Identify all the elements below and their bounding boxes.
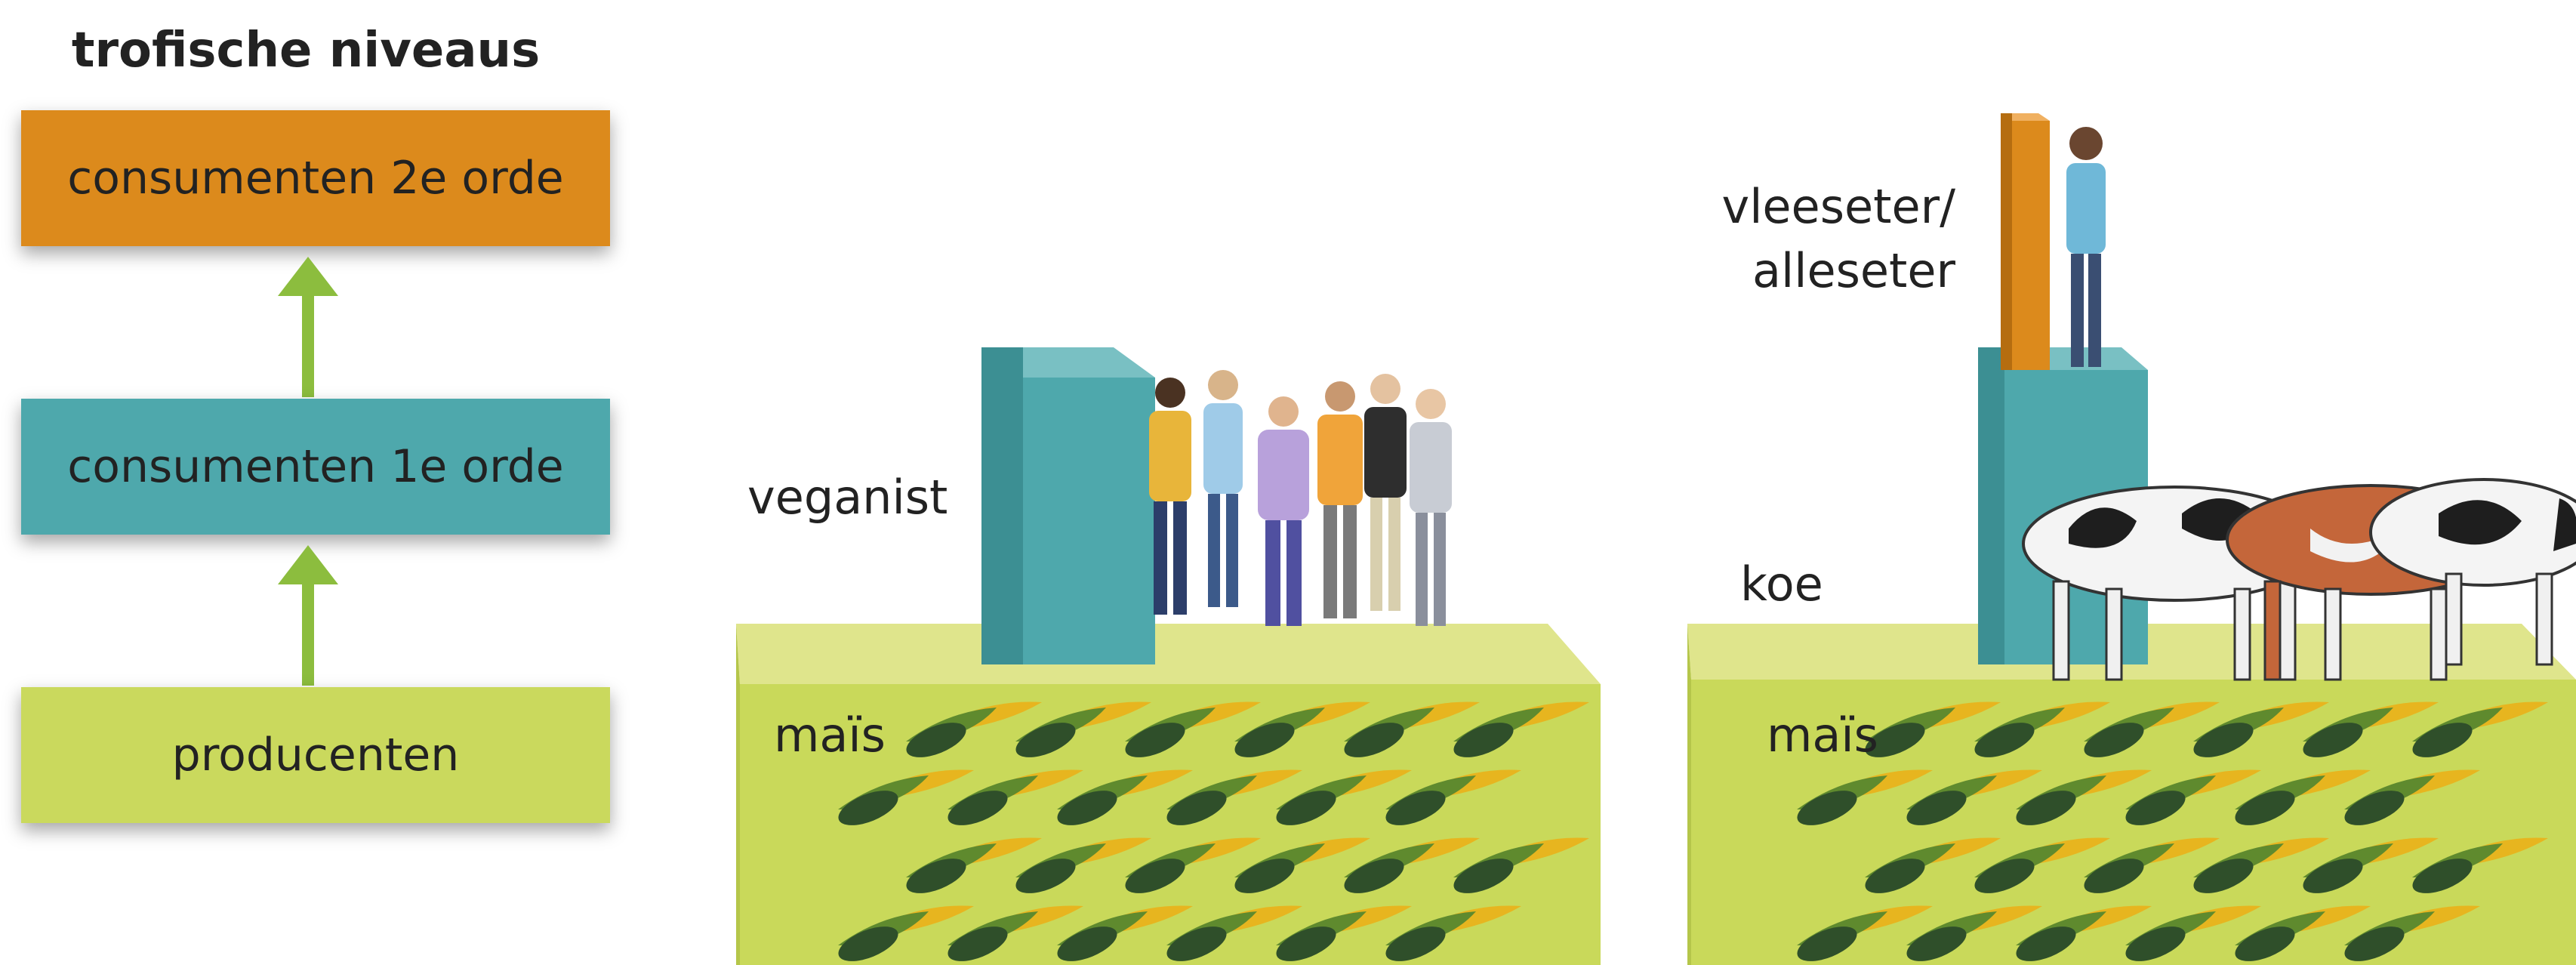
level-consumers-2nd-order: consumenten 2e orde <box>21 110 610 246</box>
scene-meat <box>1687 113 2576 965</box>
level-producers: producenten <box>21 687 610 823</box>
label-meat-eater-line2: alleseter <box>1752 243 1955 298</box>
scene-vegan <box>736 347 1601 965</box>
label-producer-meat: maïs <box>1767 708 1878 763</box>
corn-plants-icon <box>838 701 1589 961</box>
people-group-icon <box>1149 370 1452 626</box>
label-vegan: veganist <box>747 470 948 525</box>
arrow-up-icon <box>278 545 338 686</box>
corn-plants-icon <box>1797 701 2548 961</box>
level-label-consumers-1st-order: consumenten 1e orde <box>67 440 564 493</box>
cows-icon <box>2022 478 2576 681</box>
label-meat-eater-line1: vleeseter/ <box>1722 179 1956 234</box>
label-cow: koe <box>1740 556 1823 612</box>
level-label-consumers-2nd-order: consumenten 2e orde <box>67 152 564 205</box>
legend-title: trofische niveaus <box>71 23 541 79</box>
label-producer-vegan: maïs <box>774 708 886 763</box>
person-icon <box>2066 127 2106 367</box>
consumer2-block <box>2001 113 2050 370</box>
level-consumers-1st-order: consumenten 1e orde <box>21 399 610 535</box>
consumer1-block <box>981 347 1155 664</box>
level-label-producers: producenten <box>171 729 460 782</box>
arrow-up-icon <box>278 257 338 397</box>
